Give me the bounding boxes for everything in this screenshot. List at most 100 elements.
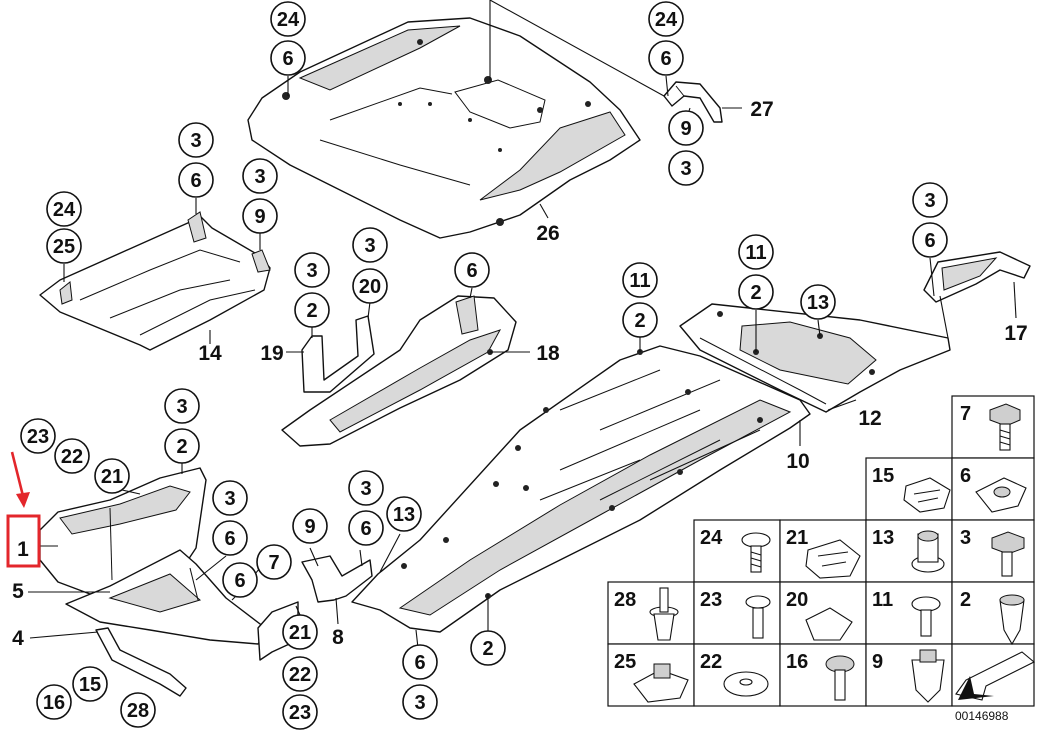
hardware-label-22[interactable]: 22 — [700, 651, 722, 673]
callout-label: 6 — [414, 652, 425, 674]
callout-c9b[interactable]: 9 — [242, 198, 278, 234]
round-head-screw-icon — [825, 655, 855, 701]
callout-c13a[interactable]: 13 — [800, 284, 836, 320]
callout-c3h[interactable]: 3 — [212, 480, 248, 516]
callout-c24b[interactable]: 24 — [648, 1, 684, 37]
callout-c12[interactable]: 12 — [858, 407, 881, 430]
callout-c6i[interactable]: 6 — [402, 644, 438, 680]
hardware-label-3[interactable]: 3 — [960, 527, 971, 549]
callout-c3b[interactable]: 3 — [178, 122, 214, 158]
hardware-label-23[interactable]: 23 — [700, 589, 722, 611]
callout-c6a[interactable]: 6 — [270, 40, 306, 76]
callout-c6f[interactable]: 6 — [212, 520, 248, 556]
callout-circle — [270, 1, 306, 37]
hardware-label-6[interactable]: 6 — [960, 465, 971, 487]
part-1-highlight-box[interactable] — [6, 514, 41, 568]
hardware-label-16[interactable]: 16 — [786, 651, 808, 673]
callout-circle — [470, 630, 506, 666]
sheet-clip-icon — [805, 539, 861, 579]
callout-c26[interactable]: 26 — [536, 222, 559, 245]
callout-c13b[interactable]: 13 — [386, 496, 422, 532]
callout-label: 3 — [924, 190, 935, 212]
callout-c21a[interactable]: 21 — [94, 458, 130, 494]
callout-label: 3 — [680, 158, 691, 180]
callout-c20a[interactable]: 20 — [352, 268, 388, 304]
callout-c11a[interactable]: 11 — [622, 262, 658, 298]
callout-c1[interactable]: 1 — [17, 538, 29, 561]
callout-c28a[interactable]: 28 — [120, 692, 156, 728]
callout-c6g[interactable]: 6 — [222, 562, 258, 598]
callout-c7a[interactable]: 7 — [256, 544, 292, 580]
callout-circle — [402, 684, 438, 720]
callout-c22b[interactable]: 22 — [282, 656, 318, 692]
callout-circle — [402, 644, 438, 680]
callout-c8[interactable]: 8 — [332, 626, 344, 649]
hardware-label-21[interactable]: 21 — [786, 527, 808, 549]
callout-c2a[interactable]: 2 — [294, 292, 330, 328]
callout-c14[interactable]: 14 — [198, 342, 222, 365]
hardware-label-2[interactable]: 2 — [960, 589, 971, 611]
callout-c2c[interactable]: 2 — [738, 274, 774, 310]
callout-label: 6 — [466, 260, 477, 282]
callout-c3i[interactable]: 3 — [348, 470, 384, 506]
callout-c2b[interactable]: 2 — [622, 302, 658, 338]
callout-c21b[interactable]: 21 — [282, 614, 318, 650]
callout-circle — [46, 228, 82, 264]
callout-c4[interactable]: 4 — [12, 627, 24, 650]
callout-c6b[interactable]: 6 — [648, 40, 684, 76]
callout-c2d[interactable]: 2 — [164, 428, 200, 464]
hardware-label-25[interactable]: 25 — [614, 651, 636, 673]
hardware-label-11[interactable]: 11 — [872, 589, 893, 611]
hardware-label-20[interactable]: 20 — [786, 589, 808, 611]
callout-circle — [72, 666, 108, 702]
callout-c3f[interactable]: 3 — [912, 182, 948, 218]
callout-c11b[interactable]: 11 — [738, 234, 774, 270]
callout-label: 9 — [680, 118, 691, 140]
part-10-panel — [351, 345, 811, 633]
callout-c18[interactable]: 18 — [536, 342, 560, 365]
callout-c17[interactable]: 17 — [1004, 322, 1027, 345]
callout-c6h[interactable]: 6 — [348, 510, 384, 546]
callout-c15a[interactable]: 15 — [72, 666, 108, 702]
callout-c6e[interactable]: 6 — [912, 222, 948, 258]
callout-c24a[interactable]: 24 — [270, 1, 306, 37]
callout-circle — [120, 692, 156, 728]
callout-c27[interactable]: 27 — [750, 98, 773, 121]
callout-circle — [256, 544, 292, 580]
hardware-label-13[interactable]: 13 — [872, 527, 894, 549]
callout-c3g[interactable]: 3 — [164, 388, 200, 424]
callout-c3e[interactable]: 3 — [294, 252, 330, 288]
callout-c9a[interactable]: 9 — [668, 110, 704, 146]
callout-c24c[interactable]: 24 — [46, 191, 82, 227]
hardware-label-9[interactable]: 9 — [872, 651, 883, 673]
callout-label: 2 — [482, 638, 493, 660]
callout-c23a[interactable]: 23 — [20, 418, 56, 454]
hex-flange-screw-icon — [989, 403, 1021, 451]
callout-label: 3 — [364, 235, 375, 257]
callout-c22a[interactable]: 22 — [54, 438, 90, 474]
hardware-label-28[interactable]: 28 — [614, 589, 636, 611]
callout-c23b[interactable]: 23 — [282, 694, 318, 730]
callout-c2e[interactable]: 2 — [470, 630, 506, 666]
callout-c19[interactable]: 19 — [260, 342, 283, 365]
callout-c9c[interactable]: 9 — [292, 508, 328, 544]
callout-c10[interactable]: 10 — [786, 450, 809, 473]
callout-circle — [164, 428, 200, 464]
callout-c5[interactable]: 5 — [12, 580, 24, 603]
callout-c3j[interactable]: 3 — [402, 684, 438, 720]
callout-c6d[interactable]: 6 — [454, 252, 490, 288]
hardware-label-24[interactable]: 24 — [700, 527, 723, 549]
part-5-panel — [65, 549, 269, 645]
hardware-label-15[interactable]: 15 — [872, 465, 894, 487]
callout-c3d[interactable]: 3 — [352, 227, 388, 263]
callout-label: 3 — [176, 396, 187, 418]
callout-c3c[interactable]: 3 — [242, 158, 278, 194]
callout-label: 16 — [43, 692, 65, 714]
callout-c6c[interactable]: 6 — [178, 162, 214, 198]
hardware-label-7[interactable]: 7 — [960, 403, 971, 425]
callout-label: 3 — [306, 260, 317, 282]
callout-c3a[interactable]: 3 — [668, 150, 704, 186]
callout-c25a[interactable]: 25 — [46, 228, 82, 264]
callout-label: 23 — [27, 426, 49, 448]
callout-c16a[interactable]: 16 — [36, 684, 72, 720]
